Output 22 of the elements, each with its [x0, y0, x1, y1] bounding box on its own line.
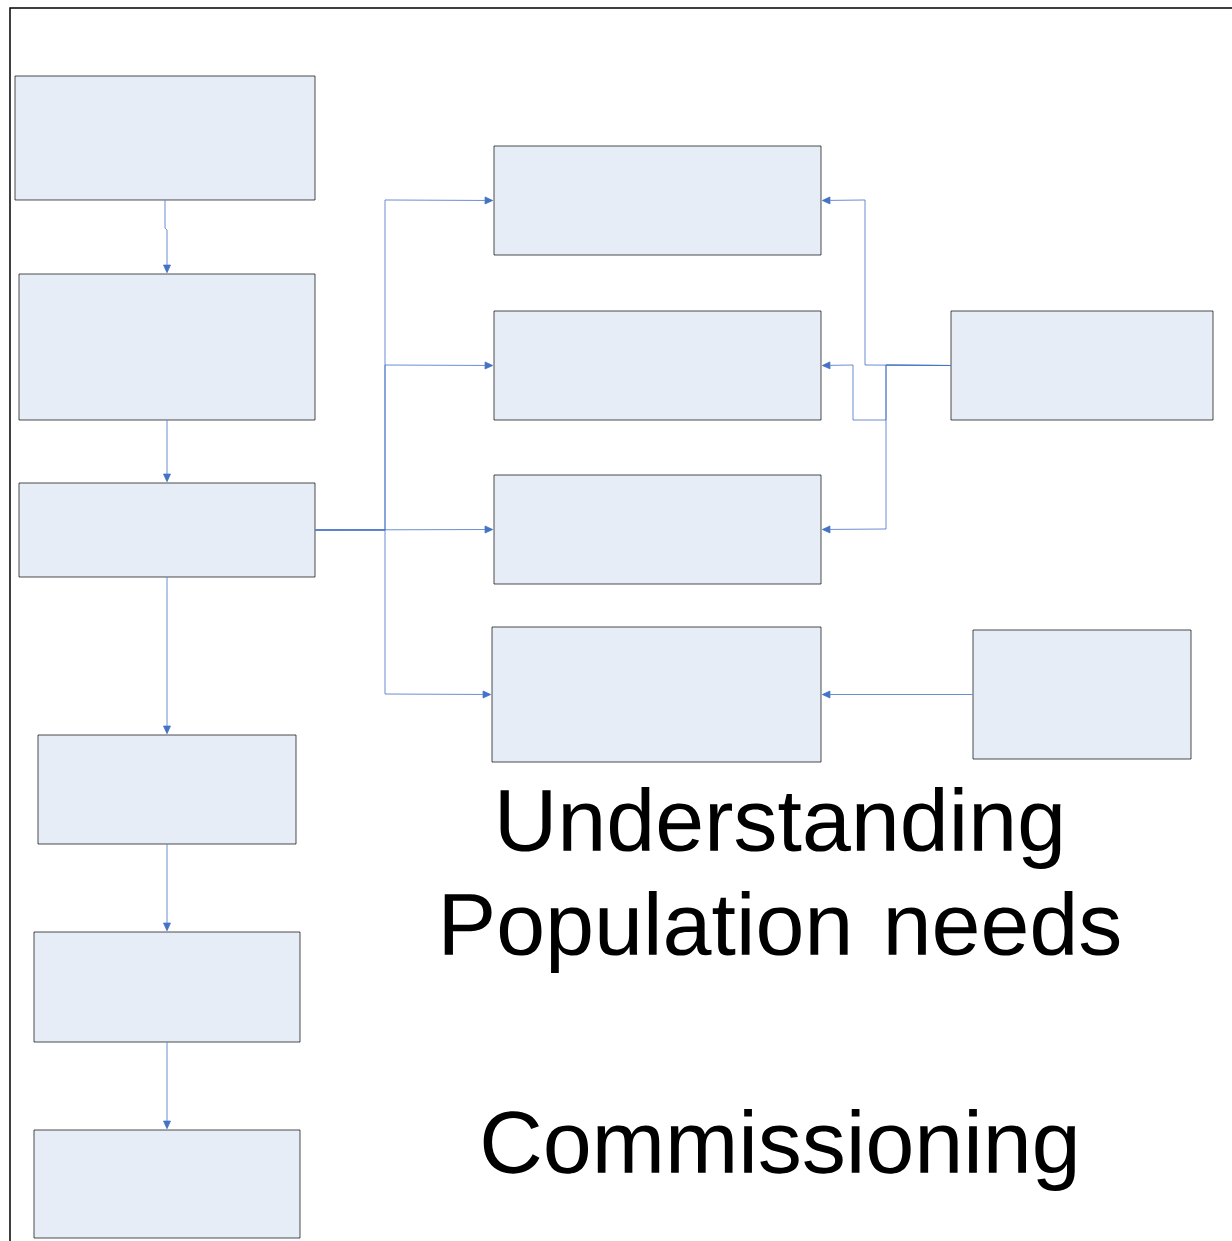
- process-box: [493, 310, 822, 421]
- process-box: [33, 1129, 301, 1239]
- process-box: [37, 734, 297, 845]
- heading-text: Understanding Population needs: [444, 787, 1120, 973]
- process-box: [33, 931, 301, 1043]
- process-box: [14, 75, 316, 201]
- arrow: [163, 1041, 171, 1130]
- arrow: [163, 843, 171, 932]
- arrow: [163, 419, 171, 483]
- process-box: [18, 482, 316, 578]
- process-box: [950, 310, 1214, 421]
- process-box: [18, 273, 316, 421]
- arrow: [163, 199, 171, 274]
- process-box: [491, 626, 822, 763]
- arrow: [821, 690, 974, 699]
- process-box: [493, 474, 822, 585]
- arrow: [314, 529, 492, 699]
- process-box: [972, 629, 1192, 760]
- arrow: [163, 576, 171, 735]
- heading-text: Commissioning: [483, 1109, 1075, 1191]
- process-box: [493, 145, 822, 256]
- arrow: [821, 364, 952, 534]
